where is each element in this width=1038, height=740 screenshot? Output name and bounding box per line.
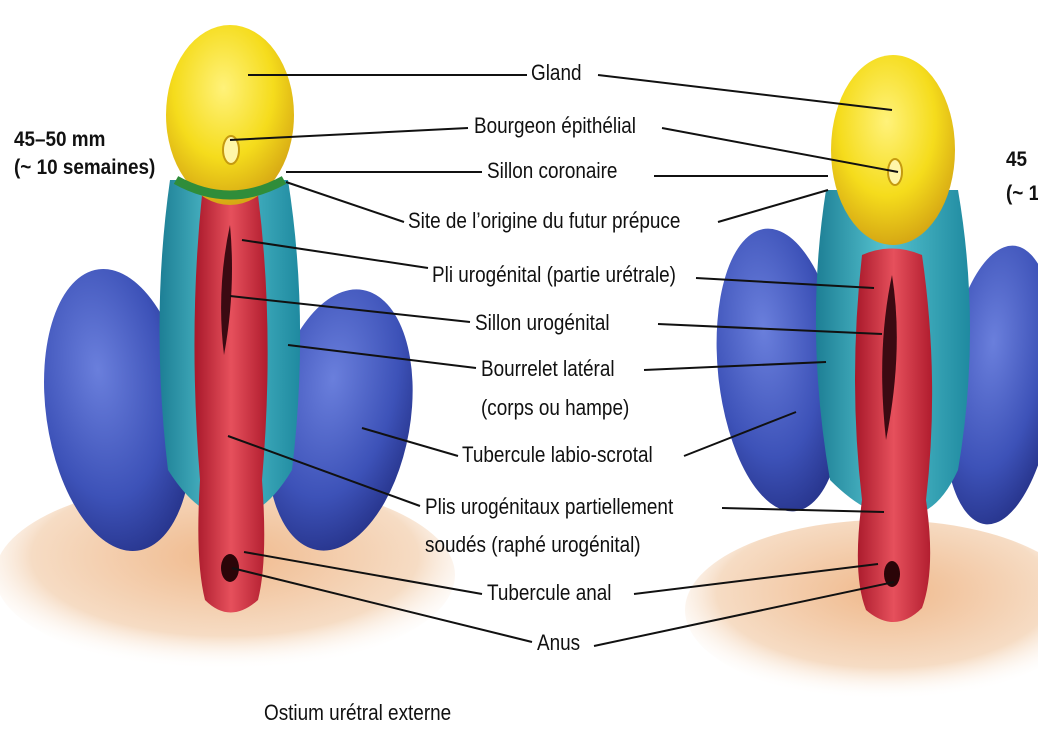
label-gland: Gland — [531, 60, 581, 86]
label-bourrelet-lateral: Bourrelet latéral — [481, 356, 615, 382]
left-anus — [221, 554, 239, 582]
leader-site-prepuce-right — [718, 190, 828, 222]
label-bourgeon-epithelial: Bourgeon épithélial — [474, 113, 636, 139]
right-glans — [831, 55, 955, 245]
label-plis-urogenitaux-line2: soudés (raphé urogénital) — [425, 532, 641, 558]
label-site-origine-prepuce: Site de l’origine du futur prépuce — [408, 208, 680, 234]
right-embryo — [685, 55, 1038, 700]
label-anus: Anus — [537, 630, 580, 656]
label-sillon-urogenital: Sillon urogénital — [475, 310, 610, 336]
label-sillon-coronaire: Sillon coronaire — [487, 158, 617, 184]
stage-age-label-right-line1: 45 — [1006, 147, 1027, 173]
label-pli-urogenital: Pli urogénital (partie urétrale) — [432, 262, 676, 288]
left-glans — [166, 25, 294, 205]
stage-age-label-line1: 45–50 mm — [14, 127, 105, 153]
label-tubercule-labio-scrotal: Tubercule labio-scrotal — [462, 442, 653, 468]
leader-site-prepuce-left — [286, 182, 404, 222]
left-embryo — [0, 25, 455, 670]
caption-ostium-uretral-externe: Ostium urétral externe — [264, 700, 451, 726]
label-tubercule-anal: Tubercule anal — [487, 580, 611, 606]
stage-age-label-line2: (~ 10 semaines) — [14, 155, 155, 181]
stage-age-label-right-line2: (~ 1 — [1006, 181, 1038, 207]
label-bourrelet-lateral-detail: (corps ou hampe) — [481, 395, 629, 421]
label-plis-urogenitaux-line1: Plis urogénitaux partiellement — [425, 494, 673, 520]
